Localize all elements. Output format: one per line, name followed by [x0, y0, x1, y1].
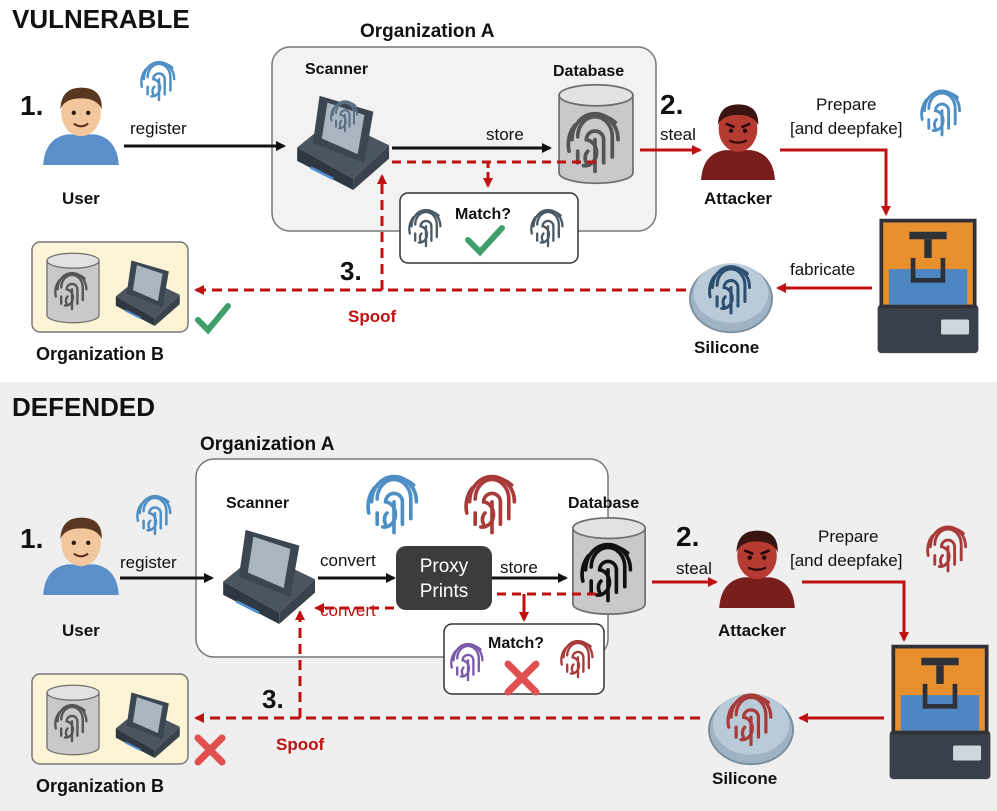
cross-icon — [194, 734, 226, 766]
check-icon — [465, 225, 505, 257]
fingerprint-icon — [920, 89, 962, 137]
org-b-label-defended: Organization B — [36, 776, 164, 796]
convert-label-top: convert — [320, 551, 376, 570]
match-box-defended — [443, 623, 605, 695]
spoof-label-vulnerable: Spoof — [348, 307, 396, 326]
org-a-title-defended: Organization A — [200, 434, 335, 455]
fingerprint-icon — [140, 60, 176, 102]
user-label-defended: User — [62, 621, 100, 640]
database-label-defended: Database — [568, 495, 639, 512]
defended-section: DEFENDED Organization A 1. User register… — [0, 382, 997, 811]
vulnerable-section: VULNERABLE Organization A 1. User regist… — [12, 4, 978, 364]
proxy-prints-box — [396, 546, 492, 610]
register-label-vulnerable: register — [130, 119, 187, 138]
step-2-defended: 2. — [676, 521, 699, 552]
attacker-icon — [699, 102, 777, 182]
deepfake-label-vulnerable: [and deepfake] — [790, 119, 902, 138]
step-1-defended: 1. — [20, 523, 43, 554]
step-1-vulnerable: 1. — [20, 90, 43, 121]
silicone-label-vulnerable: Silicone — [694, 338, 759, 357]
match-box-vulnerable — [399, 192, 579, 264]
proxy-prints-line1: Proxy — [420, 556, 469, 577]
vulnerable-title: VULNERABLE — [12, 4, 190, 34]
match-label-vulnerable: Match? — [455, 206, 511, 223]
steal-label-vulnerable: steal — [660, 125, 696, 144]
step-3-vulnerable: 3. — [340, 256, 362, 286]
deepfake-label-defended: [and deepfake] — [790, 551, 902, 570]
step-3-defended: 3. — [262, 684, 284, 714]
cross-icon — [504, 660, 540, 696]
convert-label-bottom: convert — [320, 601, 376, 620]
store-label-vulnerable: store — [486, 125, 524, 144]
step-2-vulnerable: 2. — [660, 89, 683, 120]
scanner-label-defended: Scanner — [226, 495, 289, 512]
register-label-defended: register — [120, 553, 177, 572]
scanner-label-vulnerable: Scanner — [305, 61, 368, 78]
fabricate-label-vulnerable: fabricate — [790, 260, 855, 279]
check-icon — [195, 303, 231, 335]
spoof-label-defended: Spoof — [276, 735, 324, 754]
proxy-prints-line2: Prints — [420, 581, 469, 602]
prepare-arrow — [780, 148, 891, 216]
user-label-vulnerable: User — [62, 189, 100, 208]
printer-icon — [890, 647, 991, 780]
org-a-title-vulnerable: Organization A — [360, 21, 495, 42]
steal-label-defended: steal — [676, 559, 712, 578]
org-b-label-vulnerable: Organization B — [36, 344, 164, 364]
store-label-defended: store — [500, 558, 538, 577]
attacker-label-vulnerable: Attacker — [704, 189, 772, 208]
database-label-vulnerable: Database — [553, 63, 624, 80]
prepare-label-vulnerable: Prepare — [816, 95, 876, 114]
user-icon — [42, 86, 120, 167]
prepare-arrow — [802, 580, 909, 642]
silicone-label-defended: Silicone — [712, 769, 777, 788]
prepare-label-defended: Prepare — [818, 527, 878, 546]
defended-title: DEFENDED — [12, 392, 155, 422]
match-label-defended: Match? — [488, 635, 544, 652]
attacker-label-defended: Attacker — [718, 621, 786, 640]
printer-icon — [878, 221, 979, 354]
